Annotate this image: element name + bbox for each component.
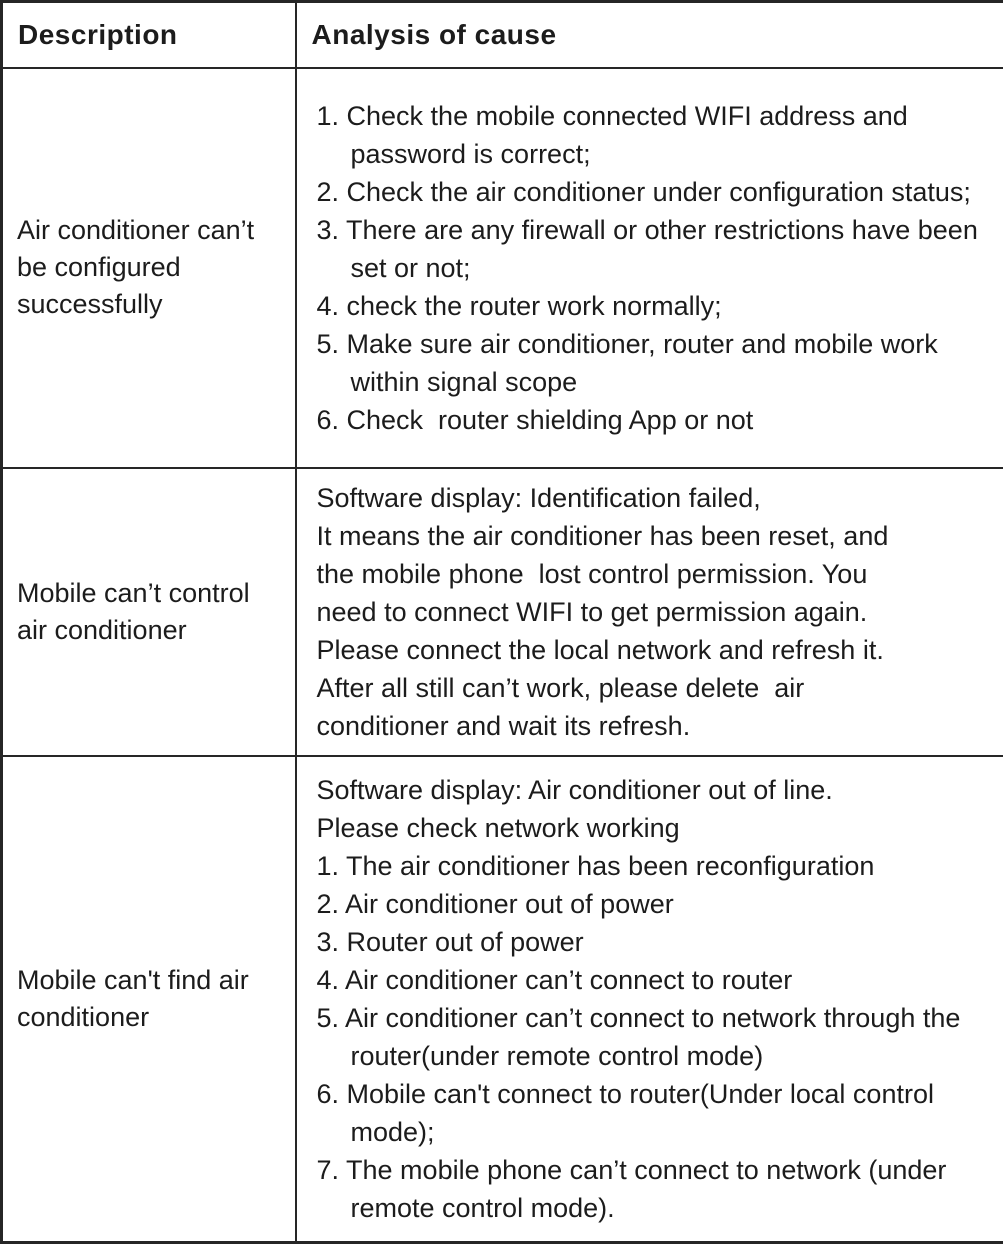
analysis-line: Software display: Identification failed, (317, 479, 1002, 517)
description-text: Mobile can’t control air conditioner (17, 575, 285, 649)
header-cell-description: Description (2, 2, 296, 68)
description-text: Mobile can't find air conditioner (17, 962, 285, 1036)
analysis-item: 6. Check router shielding App or not (317, 401, 1002, 439)
analysis-item: 1. Check the mobile connected WIFI addre… (317, 97, 1002, 173)
analysis-line: conditioner and wait its refresh. (317, 707, 1002, 745)
analysis-line: Please check network working (317, 809, 1002, 847)
analysis-item: 5. Make sure air conditioner, router and… (317, 325, 1002, 401)
header-cell-analysis: Analysis of cause (296, 2, 1003, 68)
analysis-item: 3. There are any firewall or other restr… (317, 211, 1002, 287)
header-description-label: Description (18, 19, 178, 50)
table-row-cannot-configure: Air conditioner can’t be configured succ… (2, 68, 1003, 468)
description-cell-cannot-control: Mobile can’t control air conditioner (2, 468, 296, 756)
analysis-cell-cannot-control: Software display: Identification failed,… (296, 468, 1003, 756)
analysis-item: 4. check the router work normally; (317, 287, 1002, 325)
analysis-item: 7. The mobile phone can’t connect to net… (317, 1151, 1002, 1227)
analysis-line: It means the air conditioner has been re… (317, 517, 1002, 555)
description-cell-cannot-configure: Air conditioner can’t be configured succ… (2, 68, 296, 468)
analysis-line: Software display: Air conditioner out of… (317, 771, 1002, 809)
analysis-item: 2. Air conditioner out of power (317, 885, 1002, 923)
analysis-cell-cannot-configure: 1. Check the mobile connected WIFI addre… (296, 68, 1003, 468)
analysis-item: 4. Air conditioner can’t connect to rout… (317, 961, 1002, 999)
analysis-item: 3. Router out of power (317, 923, 1002, 961)
description-text: Air conditioner can’t be configured succ… (17, 212, 285, 323)
table-header-row: Description Analysis of cause (2, 2, 1003, 68)
analysis-cell-cannot-find: Software display: Air conditioner out of… (296, 756, 1003, 1243)
table-row-cannot-find: Mobile can't find air conditioner Softwa… (2, 756, 1003, 1243)
table-row-cannot-control: Mobile can’t control air conditioner Sof… (2, 468, 1003, 756)
description-cell-cannot-find: Mobile can't find air conditioner (2, 756, 296, 1243)
analysis-item: 2. Check the air conditioner under confi… (317, 173, 1002, 211)
analysis-item: 6. Mobile can't connect to router(Under … (317, 1075, 1002, 1151)
analysis-line: need to connect WIFI to get permission a… (317, 593, 1002, 631)
analysis-line: the mobile phone lost control permission… (317, 555, 1002, 593)
analysis-line: After all still can’t work, please delet… (317, 669, 1002, 707)
analysis-item: 5. Air conditioner can’t connect to netw… (317, 999, 1002, 1075)
analysis-line: Please connect the local network and ref… (317, 631, 1002, 669)
header-analysis-label: Analysis of cause (312, 19, 557, 50)
analysis-item: 1. The air conditioner has been reconfig… (317, 847, 1002, 885)
